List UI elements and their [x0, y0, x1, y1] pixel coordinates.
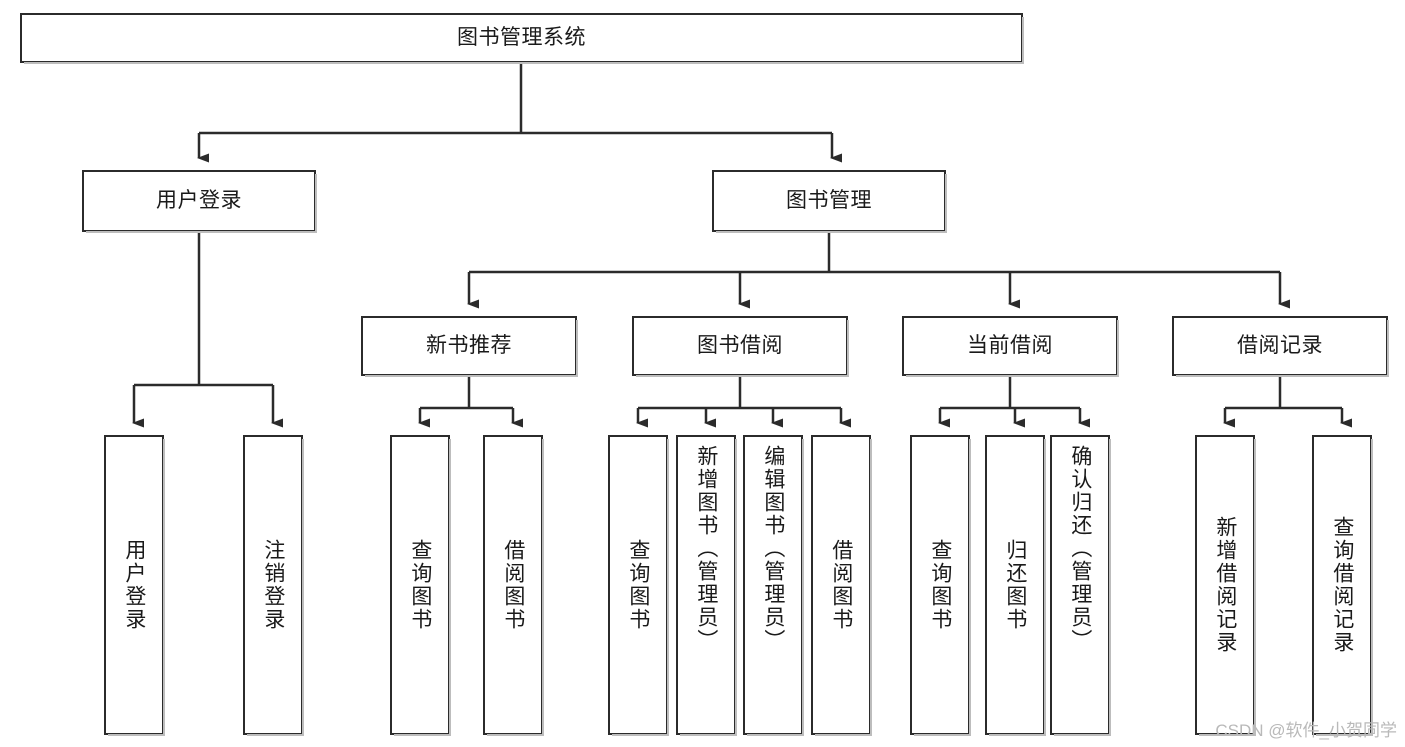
- node-label: 图书管理系统: [457, 25, 586, 49]
- node-label: 查询图书: [928, 539, 952, 631]
- node-label: 查询借阅记录: [1330, 516, 1354, 654]
- node-label: 编辑图书（管理员）: [761, 445, 785, 652]
- node-label: 图书借阅: [697, 333, 783, 357]
- node-label: 查询图书: [408, 539, 432, 631]
- node-label: 确认归还（管理员）: [1068, 445, 1092, 652]
- node-label: 借阅记录: [1237, 333, 1323, 357]
- node-label: 用户登录: [122, 539, 146, 631]
- node-leaf-edit-book-admin[interactable]: 编辑图书（管理员）: [743, 435, 804, 736]
- node-leaf-query-book-borrow[interactable]: 查询图书: [608, 435, 669, 736]
- node-label: 用户登录: [156, 188, 242, 212]
- node-label: 图书管理: [786, 188, 872, 212]
- node-leaf-add-book-admin[interactable]: 新增图书（管理员）: [676, 435, 737, 736]
- node-leaf-logout[interactable]: 注销登录: [243, 435, 304, 736]
- node-label: 当前借阅: [967, 333, 1053, 357]
- node-leaf-add-borrow-record[interactable]: 新增借阅记录: [1195, 435, 1256, 736]
- node-label: 归还图书: [1003, 539, 1027, 631]
- node-leaf-confirm-return-admin[interactable]: 确认归还（管理员）: [1050, 435, 1111, 736]
- node-label: 新增借阅记录: [1213, 516, 1237, 654]
- node-label: 新书推荐: [426, 333, 512, 357]
- node-current-borrow[interactable]: 当前借阅: [902, 316, 1119, 377]
- node-leaf-query-borrow-record[interactable]: 查询借阅记录: [1312, 435, 1373, 736]
- node-leaf-query-book-current[interactable]: 查询图书: [910, 435, 971, 736]
- node-borrow-record[interactable]: 借阅记录: [1172, 316, 1389, 377]
- node-label: 查询图书: [626, 539, 650, 631]
- node-label: 借阅图书: [829, 539, 853, 631]
- node-leaf-borrow-book[interactable]: 借阅图书: [811, 435, 872, 736]
- node-new-book-recommend[interactable]: 新书推荐: [361, 316, 578, 377]
- node-leaf-user-login[interactable]: 用户登录: [104, 435, 165, 736]
- node-root[interactable]: 图书管理系统: [20, 13, 1024, 64]
- node-label: 借阅图书: [501, 539, 525, 631]
- node-user-login[interactable]: 用户登录: [82, 170, 317, 233]
- node-leaf-query-book-recommend[interactable]: 查询图书: [390, 435, 451, 736]
- node-leaf-borrow-book-recommend[interactable]: 借阅图书: [483, 435, 544, 736]
- node-book-manage[interactable]: 图书管理: [712, 170, 947, 233]
- node-leaf-return-book[interactable]: 归还图书: [985, 435, 1046, 736]
- node-book-borrow[interactable]: 图书借阅: [632, 316, 849, 377]
- node-label: 新增图书（管理员）: [694, 445, 718, 652]
- node-label: 注销登录: [261, 539, 285, 631]
